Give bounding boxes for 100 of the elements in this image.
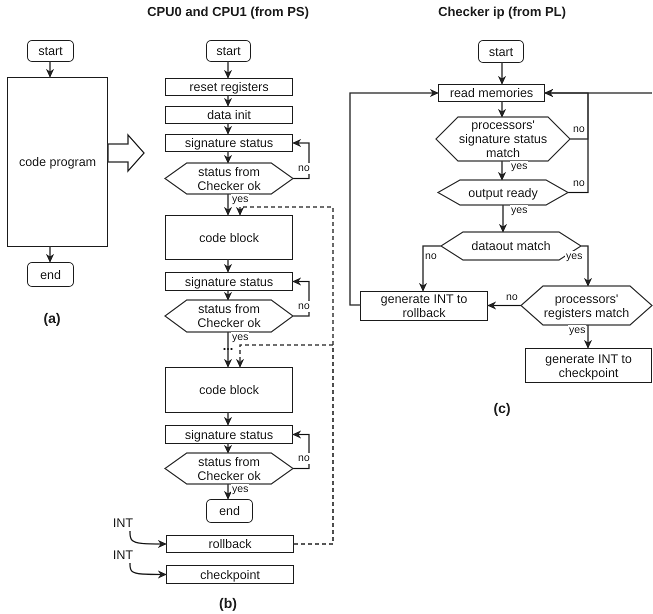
box-text: code block bbox=[199, 230, 259, 244]
process-box bbox=[165, 367, 293, 413]
box-text: generate INT to rollback bbox=[380, 292, 468, 320]
arrow bbox=[224, 332, 232, 368]
arrow bbox=[349, 88, 439, 306]
signal-label: INT bbox=[112, 516, 134, 530]
panel-label: (a) bbox=[43, 310, 61, 326]
dashed-arrow bbox=[236, 344, 334, 545]
box-text: dataout match bbox=[470, 239, 552, 253]
box-text: output ready bbox=[467, 186, 539, 200]
box-text: status from Checker ok bbox=[196, 454, 262, 482]
arrow bbox=[418, 245, 441, 292]
arrow bbox=[46, 247, 54, 263]
edge-label: yes bbox=[510, 205, 528, 216]
edge-label: yes bbox=[565, 251, 584, 262]
box-text: data init bbox=[207, 108, 251, 122]
decision-hexagon bbox=[436, 117, 570, 161]
arrow bbox=[544, 88, 652, 98]
process-box bbox=[438, 84, 545, 102]
box-text: checkpoint bbox=[200, 568, 260, 582]
box-text: rollback bbox=[208, 537, 252, 551]
arrow bbox=[224, 194, 232, 216]
decision-hexagon bbox=[521, 286, 652, 325]
process-box bbox=[165, 106, 293, 124]
box-text: code program bbox=[18, 155, 96, 169]
box-text: status from Checker ok bbox=[196, 164, 262, 192]
arrow bbox=[498, 102, 506, 118]
process-box bbox=[165, 134, 293, 152]
terminal-box bbox=[206, 40, 251, 62]
arrow bbox=[498, 63, 506, 85]
arrow bbox=[224, 96, 232, 107]
panel-label: (c) bbox=[493, 400, 511, 416]
edge-label: no bbox=[424, 251, 438, 262]
panel-label: (b) bbox=[219, 595, 237, 611]
box-text: end bbox=[219, 504, 240, 518]
box-text: start bbox=[38, 44, 63, 58]
box-text: start bbox=[488, 44, 514, 58]
decision-hexagon bbox=[165, 163, 293, 194]
panel-title: Checker ip (from PL) bbox=[438, 4, 566, 19]
arrow bbox=[498, 205, 508, 233]
arrow bbox=[129, 531, 167, 548]
process-box bbox=[165, 78, 293, 96]
arrow bbox=[581, 245, 592, 287]
process-box bbox=[165, 425, 293, 444]
decision-hexagon bbox=[438, 180, 568, 205]
arrow bbox=[224, 124, 232, 135]
decision-hexagon bbox=[165, 453, 293, 484]
arrow bbox=[224, 484, 232, 500]
box-text: reset registers bbox=[189, 80, 269, 94]
process-box bbox=[165, 215, 293, 260]
terminal-box bbox=[27, 262, 74, 287]
arrow bbox=[292, 138, 310, 180]
edge-label: no bbox=[505, 292, 519, 303]
arrow bbox=[584, 325, 592, 349]
decision-hexagon bbox=[441, 232, 581, 260]
arrow bbox=[224, 444, 232, 454]
box-text: signature status bbox=[184, 428, 274, 442]
edge-label: yes bbox=[510, 161, 528, 172]
edge-label: yes bbox=[231, 484, 250, 495]
box-text: start bbox=[216, 44, 241, 58]
arrow bbox=[224, 413, 232, 426]
edge-label: no bbox=[297, 163, 311, 174]
arrow bbox=[487, 301, 521, 310]
box-text: signature status bbox=[184, 136, 274, 150]
process-box bbox=[166, 535, 294, 553]
terminal-box bbox=[27, 40, 74, 62]
box-text: processors' registers match bbox=[542, 292, 630, 320]
edge-label: no bbox=[297, 453, 311, 464]
arrow bbox=[292, 430, 310, 470]
panel-title: CPU0 and CPU1 (from PS) bbox=[147, 4, 309, 19]
arrow bbox=[224, 62, 232, 79]
process-box bbox=[165, 272, 293, 291]
arrow bbox=[292, 277, 310, 317]
box-text: read memories bbox=[450, 86, 534, 100]
box-text: generate INT to checkpoint bbox=[544, 352, 633, 380]
decision-hexagon bbox=[165, 300, 293, 332]
edge-label: no bbox=[297, 301, 311, 312]
edge-label: no bbox=[572, 124, 586, 135]
process-box bbox=[166, 565, 294, 584]
process-box bbox=[360, 291, 488, 321]
block-arrow bbox=[107, 133, 145, 173]
box-text: status from Checker ok bbox=[196, 302, 262, 330]
arrow bbox=[498, 161, 506, 181]
box-text: end bbox=[40, 268, 61, 282]
edge-label: yes bbox=[231, 194, 250, 205]
edge-label: yes bbox=[231, 332, 250, 343]
arrow bbox=[224, 260, 232, 273]
terminal-box bbox=[206, 499, 253, 523]
terminal-box bbox=[478, 40, 524, 63]
box-text: signature status bbox=[184, 274, 274, 288]
arrow bbox=[224, 291, 232, 301]
arrow bbox=[224, 152, 232, 164]
edge-label: yes bbox=[568, 325, 586, 336]
process-box bbox=[525, 348, 652, 383]
box-text: processors' signature status match bbox=[458, 118, 548, 160]
signal-label: INT bbox=[112, 548, 134, 562]
edge-label: no bbox=[572, 178, 586, 189]
arrow bbox=[46, 62, 54, 78]
box-text: code block bbox=[199, 383, 259, 397]
arrow bbox=[129, 563, 167, 579]
